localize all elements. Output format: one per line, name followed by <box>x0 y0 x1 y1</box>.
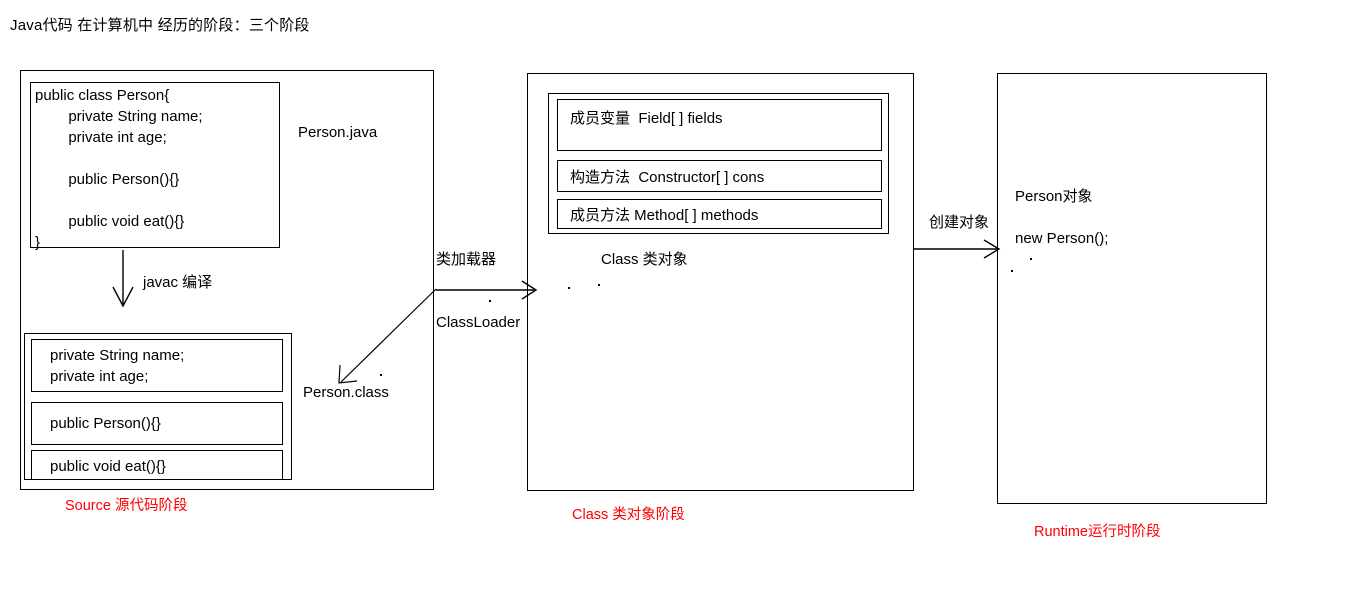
scan-speck <box>568 287 570 289</box>
page-title: Java代码 在计算机中 经历的阶段：三个阶段 <box>10 17 310 34</box>
compiled-method-box <box>31 450 283 480</box>
source-code-text: public class Person{ private String name… <box>35 87 203 251</box>
scan-speck <box>489 300 491 302</box>
class-methods-text: 成员方法 Method[ ] methods <box>570 207 759 224</box>
class-methods-row <box>557 199 882 229</box>
source-stage-container <box>20 70 434 490</box>
runtime-new-expression: new Person(); <box>1015 230 1109 247</box>
scan-speck <box>1030 258 1032 260</box>
compile-arrow-label: javac 编译 <box>143 274 213 291</box>
class-fields-row <box>557 99 882 151</box>
source-stage-label: Source 源代码阶段 <box>65 498 188 514</box>
source-code-box <box>30 82 280 248</box>
class-stage-label: Class 类对象阶段 <box>572 507 685 523</box>
class-constructors-row <box>557 160 882 192</box>
compiled-constructor-text: public Person(){} <box>50 415 161 432</box>
scan-speck <box>598 284 600 286</box>
compiled-fields-box <box>31 339 283 392</box>
compiled-fields-text: private String name; private int age; <box>50 347 185 385</box>
class-object-caption: Class 类对象 <box>601 251 688 268</box>
runtime-stage-container <box>997 73 1267 504</box>
source-file-label: Person.java <box>298 124 378 141</box>
class-file-label: Person.class <box>303 384 389 401</box>
scan-speck <box>380 374 382 376</box>
runtime-object-label: Person对象 <box>1015 188 1093 205</box>
class-object-box <box>548 93 889 234</box>
compiled-constructor-box <box>31 402 283 445</box>
create-object-label: 创建对象 <box>929 214 990 231</box>
classloader-label-en: ClassLoader <box>436 314 521 331</box>
class-constructors-text: 构造方法 Constructor[ ] cons <box>570 169 765 186</box>
classloader-label-cn: 类加载器 <box>436 251 497 268</box>
class-fields-text: 成员变量 Field[ ] fields <box>570 110 723 127</box>
compiled-method-text: public void eat(){} <box>50 458 166 475</box>
runtime-stage-label: Runtime运行时阶段 <box>1034 524 1161 540</box>
scan-speck <box>1011 270 1013 272</box>
